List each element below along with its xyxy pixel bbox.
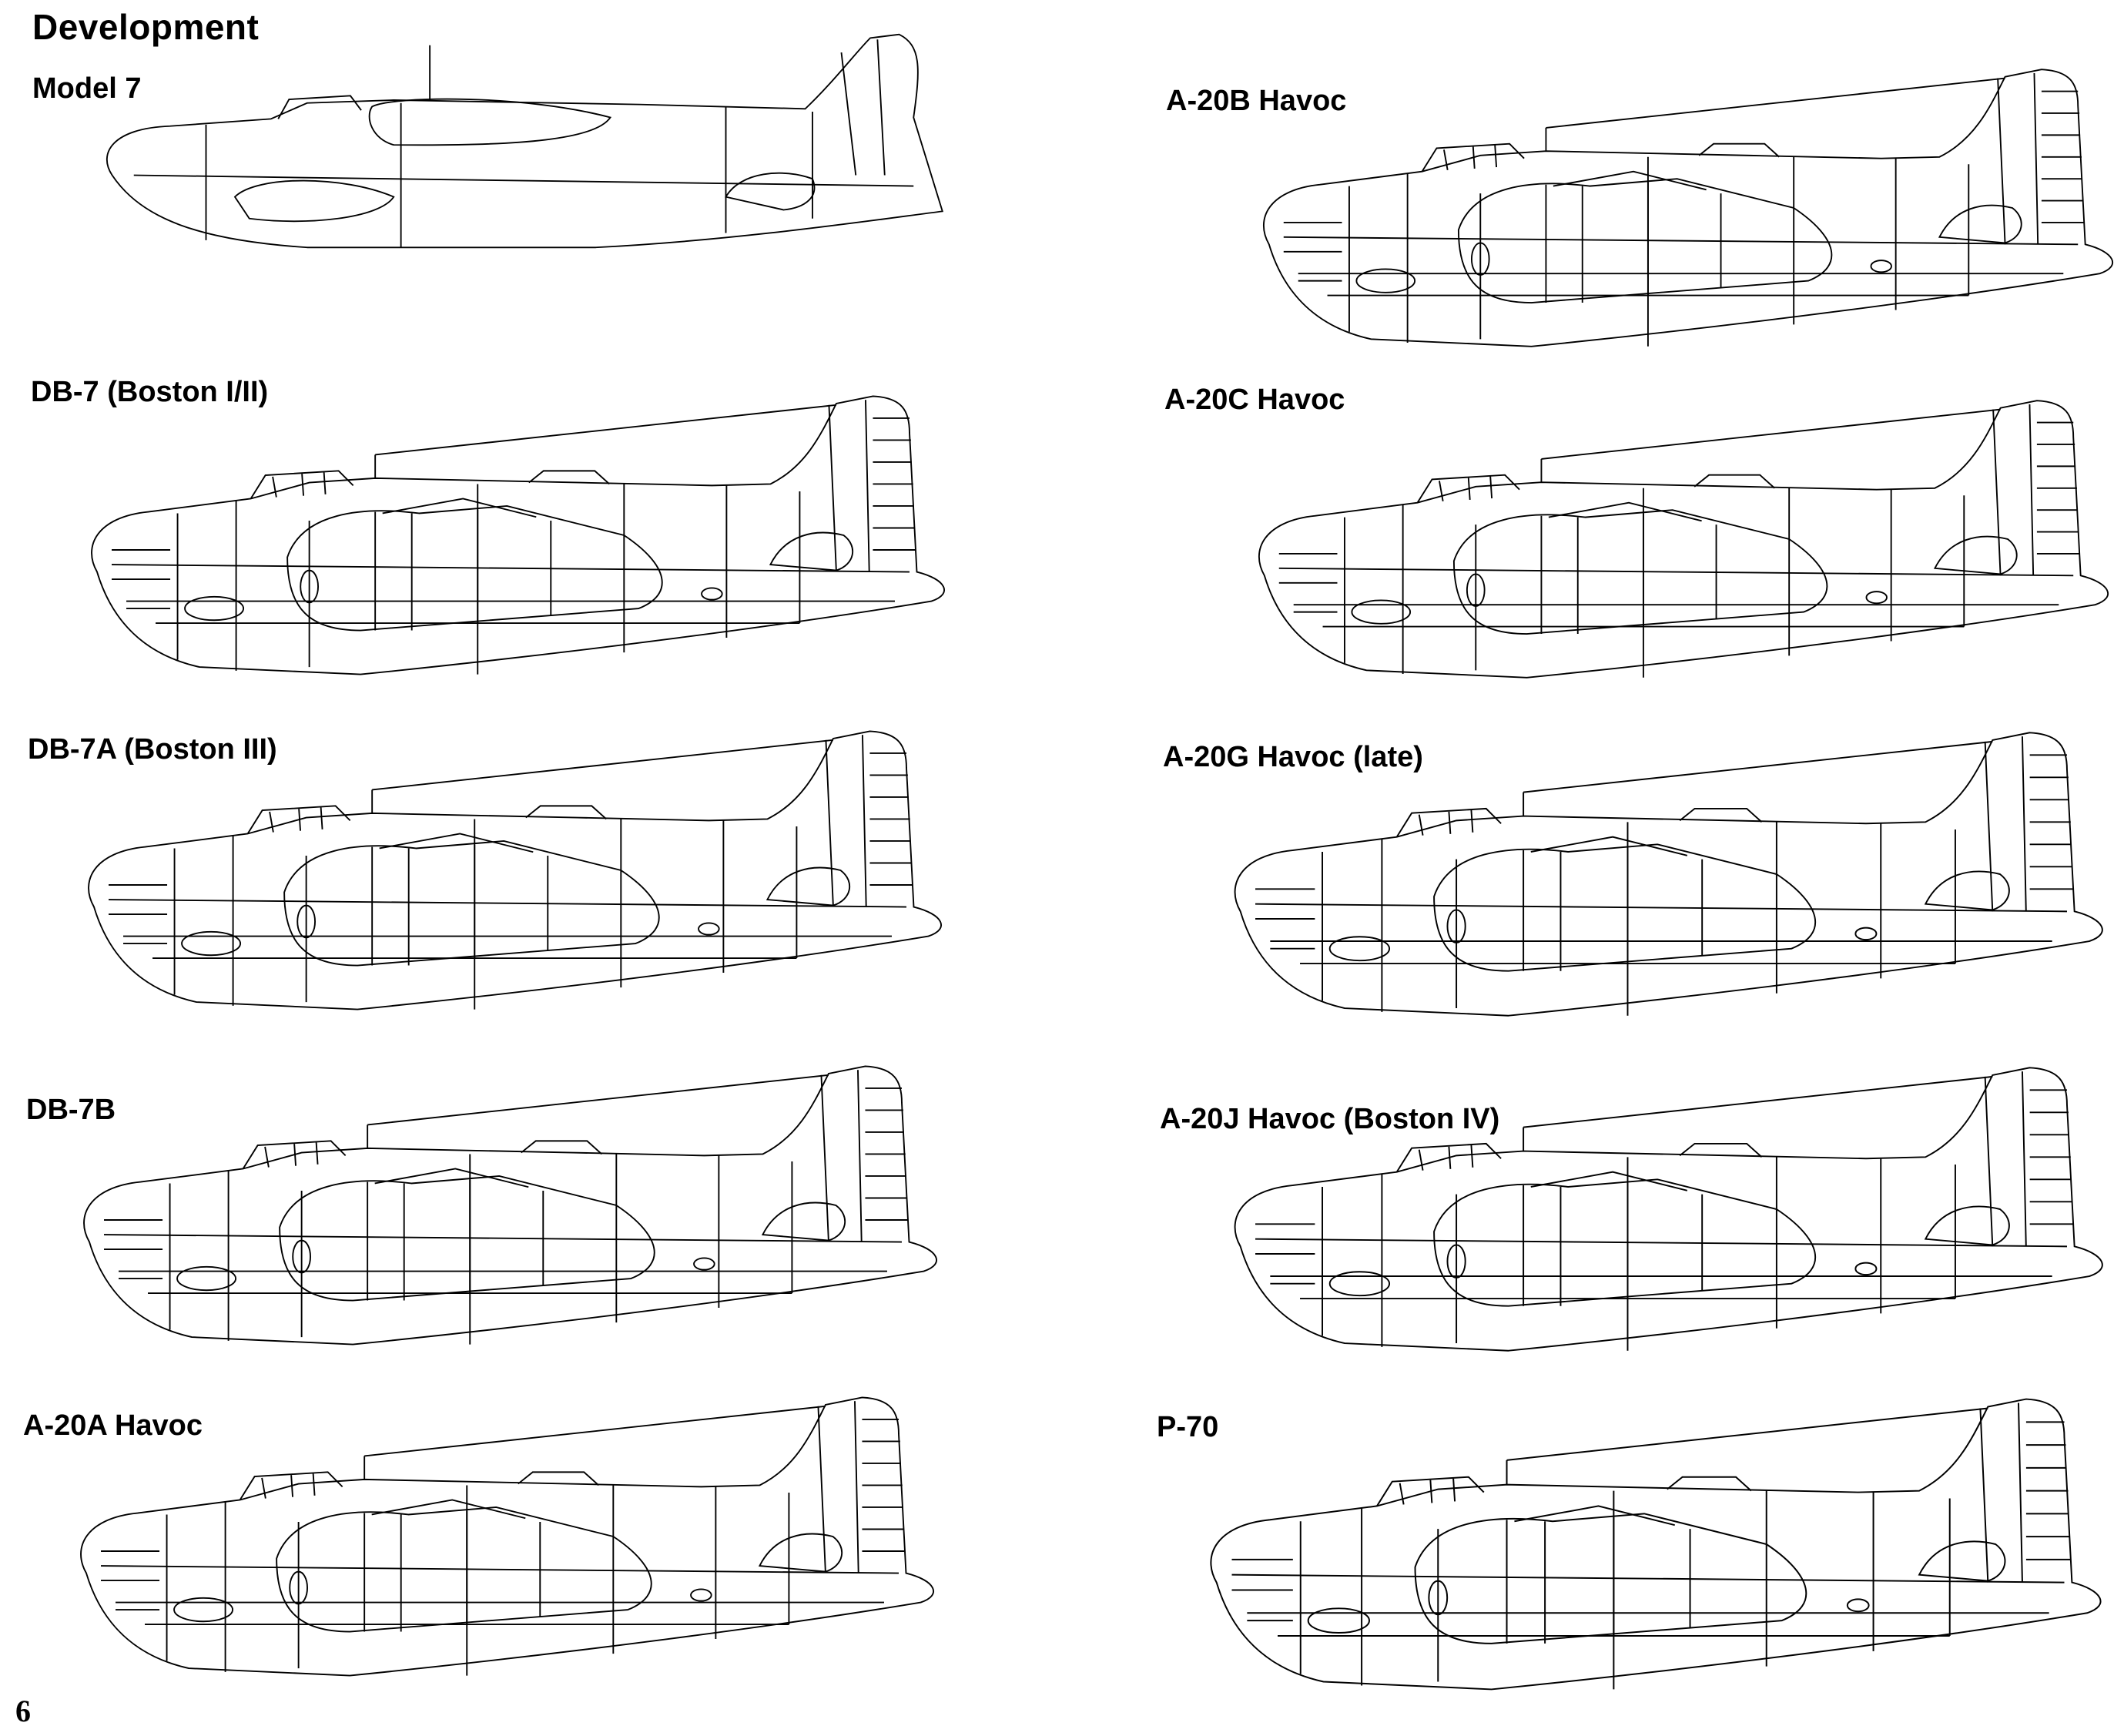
label-a-20g: A-20G Havoc (late) bbox=[1163, 741, 1423, 773]
page-number: 6 bbox=[15, 1694, 31, 1728]
label-db-7b: DB-7B bbox=[26, 1094, 116, 1126]
aircraft-drawing-db-7 bbox=[91, 395, 946, 675]
label-a-20a: A-20A Havoc bbox=[23, 1409, 203, 1442]
label-a-20c: A-20C Havoc bbox=[1164, 384, 1345, 416]
page-heading: Development bbox=[32, 7, 260, 47]
label-model-7: Model 7 bbox=[32, 72, 142, 105]
aircraft-drawing-db-7b bbox=[83, 1065, 938, 1346]
aircraft-drawing-p-70 bbox=[1210, 1398, 2102, 1691]
aircraft-drawing-a-20a bbox=[80, 1396, 935, 1677]
aircraft-drawing-a-20b bbox=[1262, 69, 2114, 347]
label-db-7: DB-7 (Boston I/II) bbox=[31, 376, 269, 408]
label-a-20b: A-20B Havoc bbox=[1166, 85, 1347, 117]
aircraft-drawing-a-20c bbox=[1258, 400, 2109, 679]
label-p-70: P-70 bbox=[1157, 1411, 1219, 1443]
label-db-7a: DB-7A (Boston III) bbox=[28, 733, 277, 766]
label-a-20j: A-20J Havoc (Boston IV) bbox=[1160, 1103, 1500, 1135]
aircraft-drawing-model-7 bbox=[106, 33, 943, 249]
aircraft-drawing-db-7a bbox=[88, 730, 943, 1010]
aircraft-drawing-a-20g bbox=[1234, 732, 2103, 1017]
aircraft-drawing-a-20j bbox=[1234, 1067, 2103, 1352]
